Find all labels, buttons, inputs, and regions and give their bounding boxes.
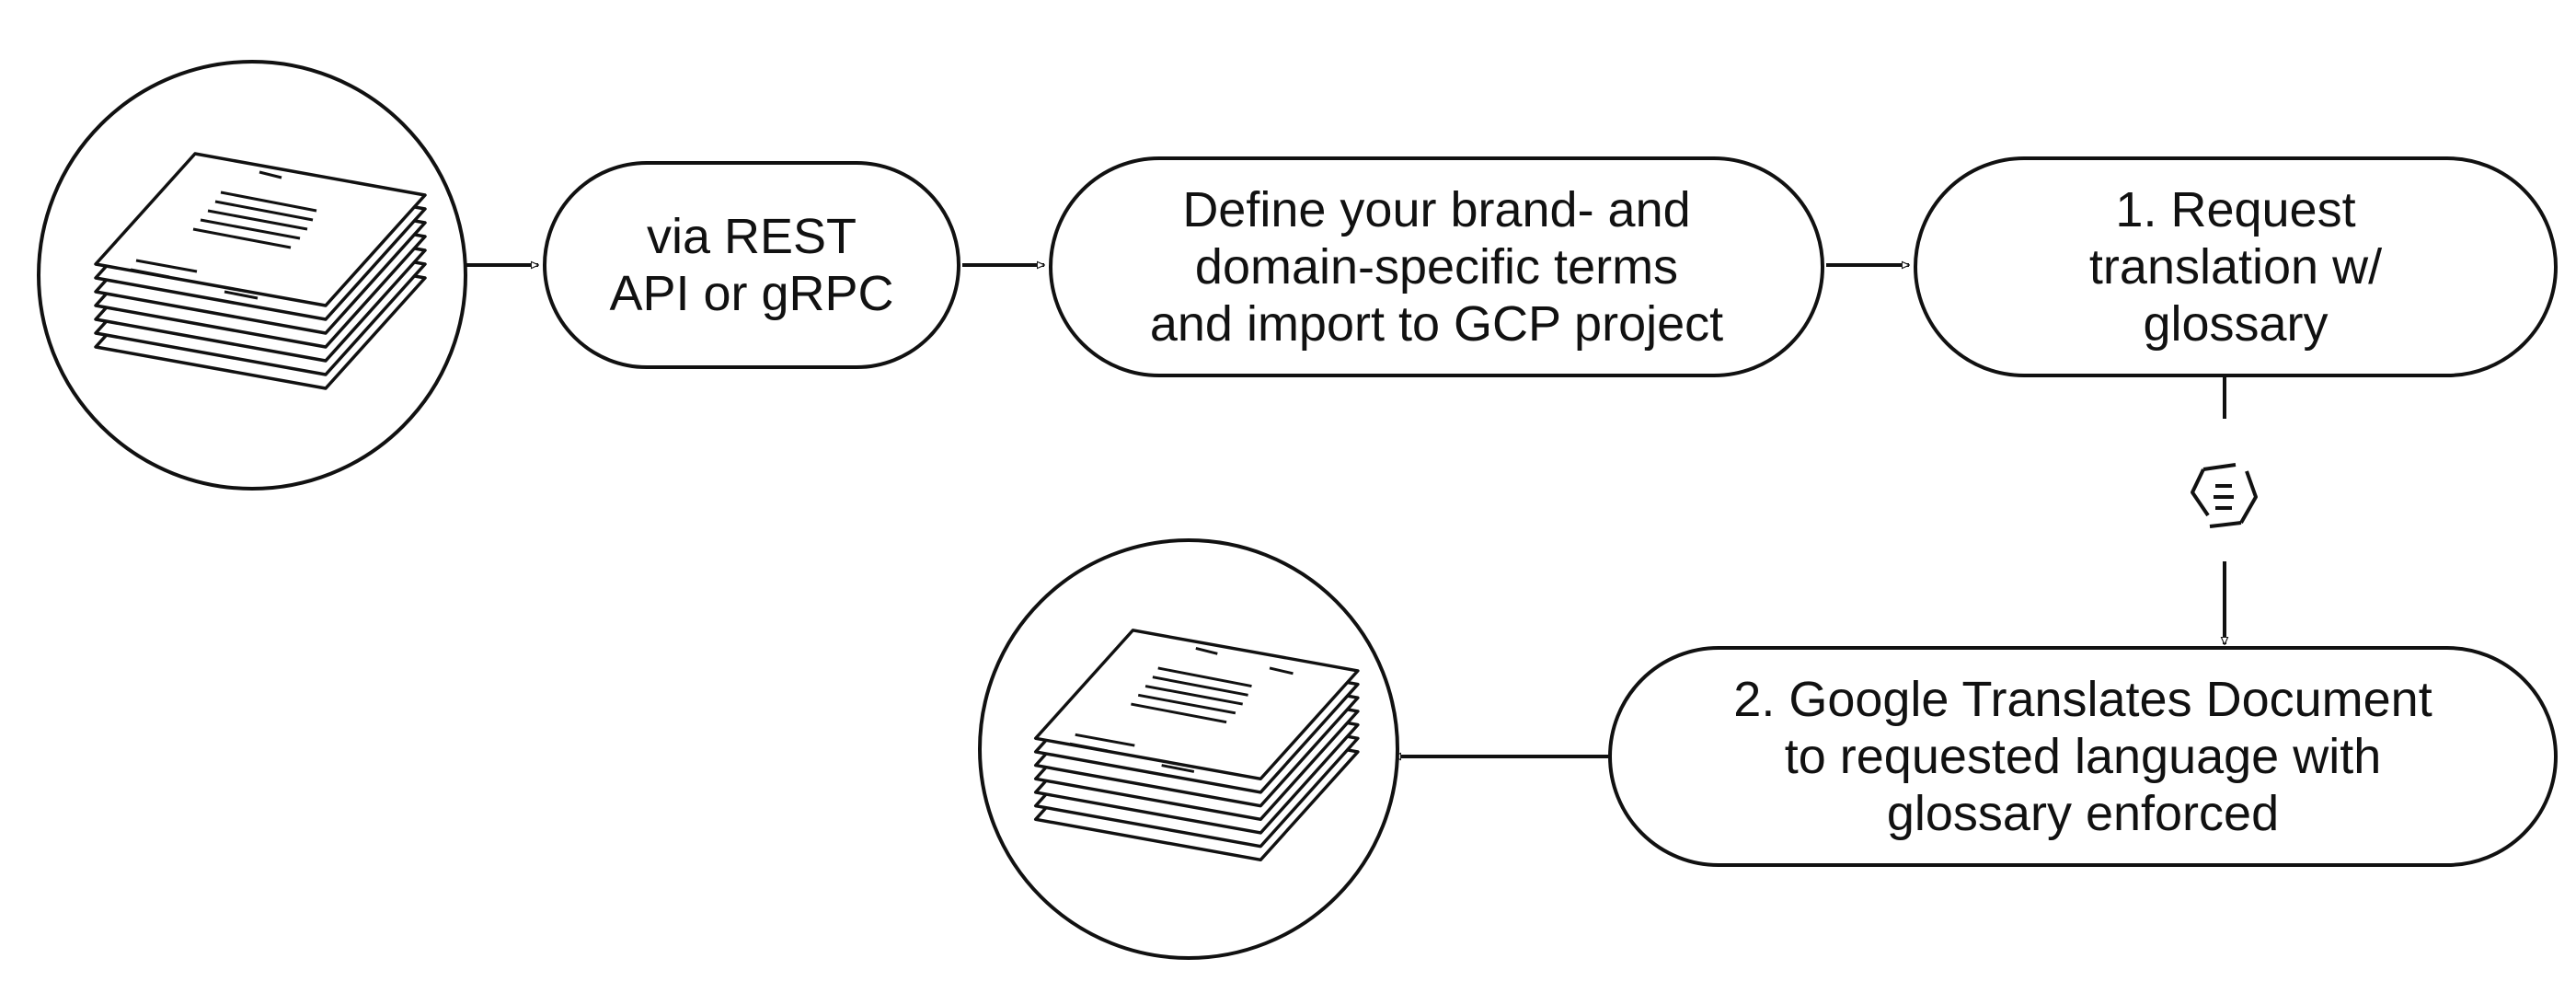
stage-define-terms: Define your brand- and domain-specific t… (1049, 156, 1824, 377)
stage-via-api: via REST API or gRPC (543, 161, 960, 369)
stage-request-translation: 1. Request translation w/ glossary (1914, 156, 2558, 377)
document-stack-icon (1033, 629, 1360, 862)
stage-define-terms-label: Define your brand- and domain-specific t… (1149, 181, 1724, 352)
stage-via-api-label: via REST API or gRPC (609, 208, 894, 321)
translated-documents-circle (978, 538, 1399, 960)
source-documents-circle (37, 60, 467, 491)
stage-google-translates-label: 2. Google Translates Document to request… (1733, 671, 2432, 842)
translate-icon (2191, 463, 2258, 528)
stage-google-translates: 2. Google Translates Document to request… (1608, 646, 2558, 867)
stage-request-translation-label: 1. Request translation w/ glossary (2088, 181, 2383, 352)
document-stack-icon (94, 152, 427, 390)
